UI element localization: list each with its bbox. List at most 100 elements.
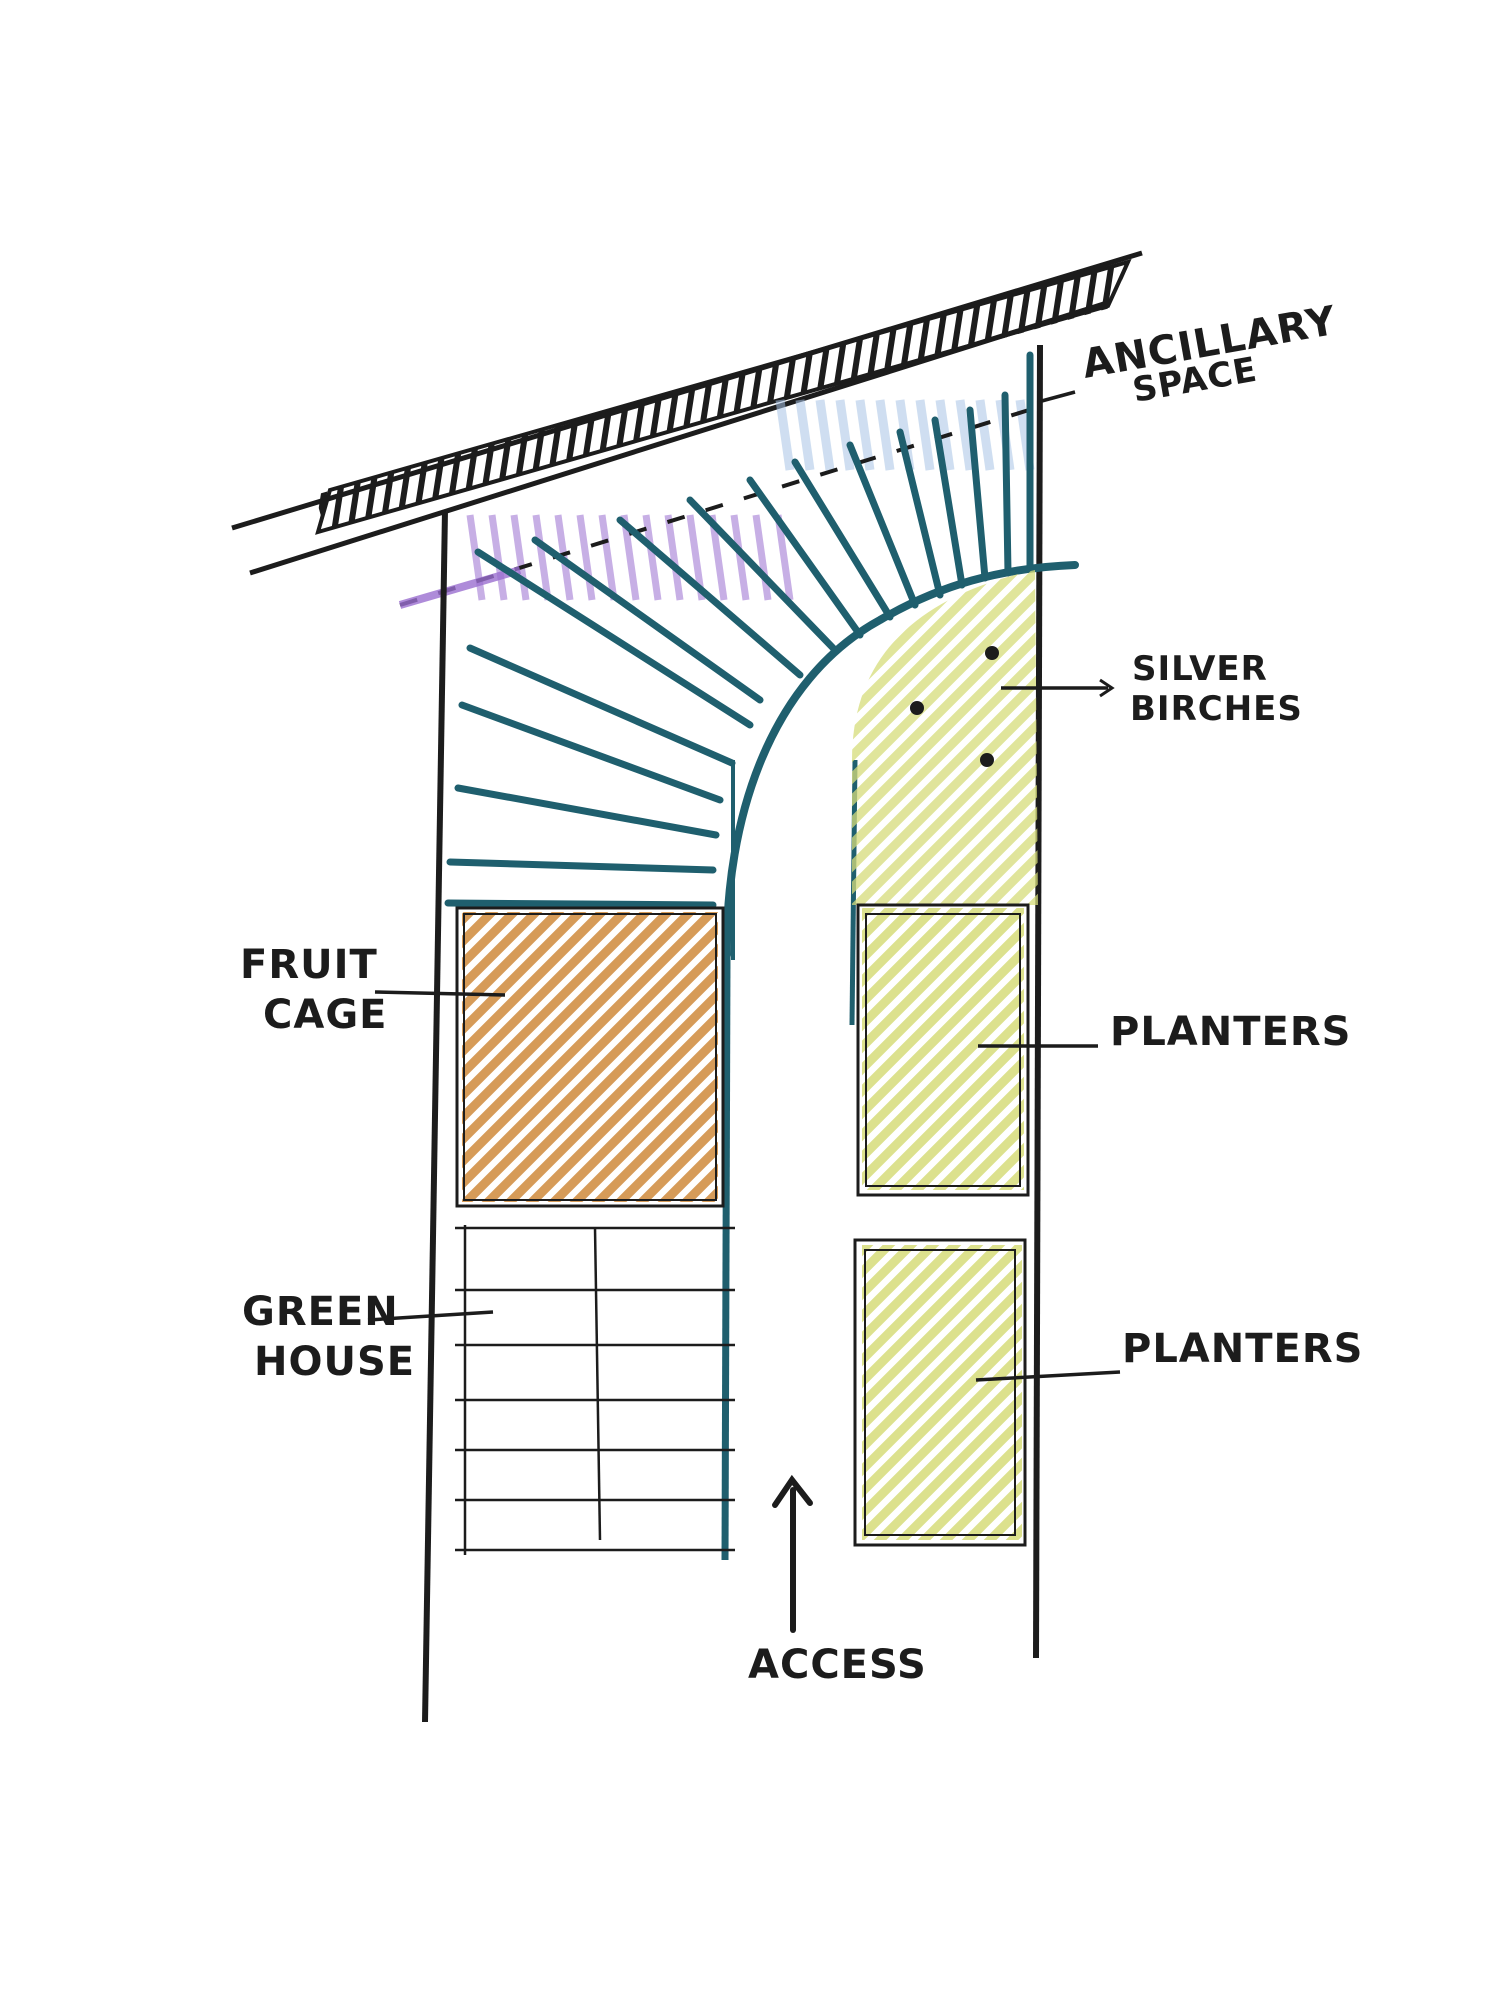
birch-bed-hatch-stroke — [852, 570, 1030, 905]
fruit-cage — [455, 906, 725, 1208]
birch-bed-hatch-stroke — [892, 570, 1038, 905]
purple-wash-stroke — [664, 514, 684, 601]
birch-bed-hatch-stroke — [936, 570, 1038, 905]
right-site-boundary — [1033, 344, 1043, 1659]
planter-hatch-stroke — [540, 1238, 852, 1550]
purple-wash-stroke — [642, 514, 662, 601]
radial-paving-stroke — [466, 644, 736, 767]
birch-bed-hatch-stroke — [852, 570, 1038, 905]
radial-paving-stroke — [846, 441, 919, 609]
wall-hatch-stroke — [553, 262, 604, 530]
radial-paving-stroke — [791, 458, 894, 621]
blue-wash-stroke — [815, 399, 835, 471]
radial-paving-stroke — [931, 416, 966, 589]
radial-paving-stroke — [616, 516, 804, 679]
wall-hatch-stroke — [425, 262, 476, 530]
label-fruit-cage: FRUIT — [240, 942, 378, 988]
label-silver-birches: BIRCHES — [1130, 689, 1303, 729]
planter-hatch-stroke — [862, 908, 1024, 1076]
blue-wash-stroke — [835, 399, 855, 471]
planter-hatch-stroke — [862, 1325, 1022, 1499]
blue-wash-stroke — [795, 399, 815, 471]
silver-birch-tree — [910, 701, 924, 715]
left-site-boundary — [422, 509, 448, 1723]
planter-hatch-stroke — [862, 1245, 1006, 1389]
fruit-cage-hatch-stroke — [613, 1097, 718, 1202]
fruit-cage-hatch-stroke — [462, 912, 609, 1059]
blue-wash-stroke — [975, 399, 995, 471]
silver-birch-tree — [980, 753, 994, 767]
planter-hatch-stroke — [939, 1457, 1022, 1540]
label-fruit-cage: CAGE — [263, 992, 387, 1038]
birch-bed-hatch-stroke — [852, 570, 986, 905]
radial-paving-stroke — [446, 858, 717, 874]
planter-hatch-stroke — [862, 1245, 874, 1257]
birch-bed-hatch-stroke — [852, 570, 1038, 905]
planter-hatch-stroke — [862, 1347, 1022, 1521]
planter-hatch-stroke — [862, 1245, 940, 1323]
birch-bed-hatch-stroke — [852, 570, 1008, 905]
radial-paving-stroke — [531, 536, 764, 704]
fruit-cage-hatch-stroke — [635, 1119, 718, 1202]
planter-hatch-stroke — [873, 1391, 1022, 1540]
planter-hatch-stroke — [862, 1369, 1022, 1540]
wall-hatch-stroke — [521, 262, 572, 530]
radial-paving-stroke — [746, 476, 864, 639]
planter-hatch-stroke — [976, 1142, 1024, 1190]
birch-bed-hatch-stroke — [852, 570, 1038, 905]
planter-hatch-stroke — [961, 1479, 1022, 1540]
radial-paving — [444, 351, 1034, 909]
label-planters-upper: PLANTERS — [1110, 1009, 1351, 1055]
fruit-cage-hatch-stroke — [462, 912, 587, 1037]
planter-hatch-stroke — [983, 1501, 1022, 1540]
label-silver-birches: SILVER — [1132, 649, 1268, 689]
planter-hatch-stroke — [862, 1259, 1022, 1433]
fruit-cage-hatch-stroke — [462, 921, 718, 1191]
planter-hatch-stroke — [1005, 1523, 1022, 1540]
planter-hatch-stroke — [862, 966, 1024, 1142]
radial-paving-stroke — [458, 701, 724, 804]
fruit-cage-hatch-stroke — [462, 912, 565, 1015]
blue-wash-stroke — [875, 399, 895, 471]
birch-bed-hatch-stroke — [852, 570, 1038, 905]
planter-hatch-stroke — [862, 908, 964, 1010]
fruit-cage-hatch-stroke — [462, 912, 653, 1103]
birch-bed-hatch-stroke — [1024, 570, 1038, 905]
planter-upper — [856, 903, 1030, 1197]
fruit-cage-hatch-stroke — [547, 1031, 718, 1202]
blue-wash-stroke — [775, 399, 795, 471]
fruit-cage-hatch-stroke — [591, 1075, 718, 1202]
wall-hatch-stroke — [505, 262, 556, 530]
planter-hatch-stroke — [862, 1010, 1024, 1186]
birch-bed-hatch-stroke — [1002, 570, 1038, 905]
planter-hatch-stroke — [954, 1120, 1024, 1190]
planter-hatch-stroke — [862, 908, 986, 1032]
planter-hatch-stroke — [888, 1054, 1024, 1190]
birch-bed-hatch-stroke — [914, 570, 1038, 905]
green-house — [455, 1225, 735, 1555]
fruit-cage-hatch-stroke — [569, 1053, 718, 1202]
wall-hatch-stroke — [409, 262, 460, 530]
planter-hatch-stroke — [862, 908, 1008, 1054]
radial-paving-stroke — [444, 899, 717, 909]
planter-hatch-stroke — [862, 908, 942, 988]
radial-paving-stroke — [896, 428, 944, 599]
planter-hatch-stroke — [866, 1032, 1024, 1190]
planter-hatch-stroke — [862, 1245, 896, 1279]
wall-hatch-stroke — [569, 262, 620, 530]
access-arrow-icon — [772, 1474, 813, 1633]
radial-paving-stroke — [454, 784, 720, 839]
birch-bed-hatch-stroke — [852, 570, 1038, 905]
label-green-house: HOUSE — [254, 1339, 415, 1385]
leader-lines — [367, 390, 1121, 1382]
fruit-cage-hatch-stroke — [462, 912, 631, 1081]
planter-hatch-stroke — [1024, 1238, 1336, 1550]
planter-hatch-stroke — [917, 1435, 1022, 1540]
planter-hatch-stroke — [862, 922, 1024, 1098]
wall-hatch-stroke — [537, 262, 588, 530]
fruit-cage-hatch-stroke — [481, 965, 718, 1202]
planter-lower — [540, 1238, 1336, 1550]
blue-wash-stroke — [915, 399, 935, 471]
radial-paving-stroke — [474, 548, 754, 729]
planter-hatch-stroke — [862, 1245, 1022, 1411]
